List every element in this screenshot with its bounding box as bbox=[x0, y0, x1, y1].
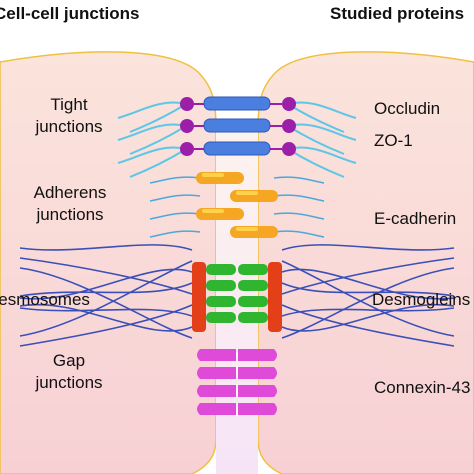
label-adherens-line2: junctions bbox=[36, 205, 104, 224]
actin-fiber bbox=[273, 230, 325, 238]
filament bbox=[19, 307, 193, 317]
label-tight-line2: junctions bbox=[35, 117, 103, 136]
label-gap-line2: junctions bbox=[35, 373, 103, 392]
tight-protein bbox=[203, 96, 271, 111]
filament bbox=[281, 282, 455, 297]
connexin bbox=[197, 385, 236, 397]
filament bbox=[281, 267, 455, 339]
e-cadherin-highlight bbox=[202, 173, 224, 177]
header-studied-proteins: Studied proteins bbox=[330, 4, 465, 23]
e-cadherin-highlight bbox=[236, 191, 258, 195]
filament bbox=[281, 268, 455, 300]
tight-knob bbox=[180, 119, 194, 133]
desmosome-plaque bbox=[268, 262, 282, 332]
connexin bbox=[197, 349, 236, 361]
label-e-cadherin: E-cadherin bbox=[374, 209, 457, 228]
connexin bbox=[238, 385, 277, 397]
desmoglein bbox=[238, 264, 268, 275]
junction-proteins bbox=[180, 96, 296, 416]
connexin bbox=[238, 349, 277, 361]
tight-protein bbox=[203, 141, 271, 156]
label-gap-junctions: Gap junctions bbox=[14, 350, 124, 394]
filament bbox=[19, 282, 193, 297]
label-tight-line1: Tight bbox=[50, 95, 88, 114]
actin-fiber bbox=[149, 194, 201, 202]
tight-fiber bbox=[117, 101, 187, 119]
connexin bbox=[238, 403, 277, 415]
connexin bbox=[197, 367, 236, 379]
filament bbox=[281, 307, 455, 317]
filament bbox=[281, 303, 455, 332]
label-desmosomes: Desmosomes bbox=[0, 289, 90, 311]
desmosome-intermediate-filaments bbox=[19, 244, 455, 347]
label-connexin-43: Connexin-43 bbox=[374, 378, 471, 397]
desmoglein bbox=[238, 280, 268, 291]
header-cell-junctions: Cell-cell junctions bbox=[0, 4, 140, 23]
desmoglein bbox=[238, 296, 268, 307]
filament bbox=[281, 257, 455, 295]
label-desmogleins: Desmogleins bbox=[372, 290, 471, 309]
filament bbox=[281, 244, 455, 251]
filament bbox=[19, 257, 193, 295]
desmoglein bbox=[238, 312, 268, 323]
connexin bbox=[197, 403, 236, 415]
filament bbox=[19, 304, 193, 347]
label-gap-line1: Gap bbox=[52, 351, 86, 370]
actin-fiber bbox=[149, 176, 201, 184]
desmoglein bbox=[206, 312, 236, 323]
left-cell bbox=[0, 51, 217, 474]
filament bbox=[19, 303, 193, 332]
tight-knob bbox=[282, 142, 296, 156]
e-cadherin-highlight bbox=[236, 227, 258, 231]
desmoglein bbox=[206, 280, 236, 291]
label-tight-junctions: Tight junctions bbox=[14, 94, 124, 138]
filament bbox=[19, 268, 193, 300]
label-occludin: Occludin bbox=[374, 99, 441, 118]
actin-fiber bbox=[149, 212, 201, 220]
tight-knob bbox=[180, 142, 194, 156]
label-zo1: ZO-1 bbox=[374, 131, 413, 150]
tight-protein bbox=[203, 118, 271, 133]
filament bbox=[19, 267, 193, 339]
adherens-actin-fibers bbox=[149, 176, 325, 238]
tight-knob bbox=[282, 119, 296, 133]
desmoglein bbox=[206, 296, 236, 307]
desmosome-plaque bbox=[192, 262, 206, 332]
filament bbox=[19, 244, 193, 251]
actin-fiber bbox=[149, 230, 201, 238]
e-cadherin-highlight bbox=[202, 209, 224, 213]
label-adherens-line1: Adherens bbox=[33, 183, 107, 202]
right-cell bbox=[257, 51, 474, 474]
tight-fiber bbox=[117, 146, 187, 164]
label-adherens-junctions: Adherens junctions bbox=[10, 182, 130, 226]
actin-fiber bbox=[273, 176, 325, 184]
tight-fiber bbox=[117, 123, 187, 141]
label-desmosomes-text: Desmosomes bbox=[0, 290, 90, 309]
actin-fiber bbox=[273, 212, 325, 220]
tight-knob bbox=[180, 97, 194, 111]
actin-fiber bbox=[273, 194, 325, 202]
filament bbox=[281, 304, 455, 347]
desmoglein bbox=[206, 264, 236, 275]
tight-knob bbox=[282, 97, 296, 111]
connexin bbox=[238, 367, 277, 379]
